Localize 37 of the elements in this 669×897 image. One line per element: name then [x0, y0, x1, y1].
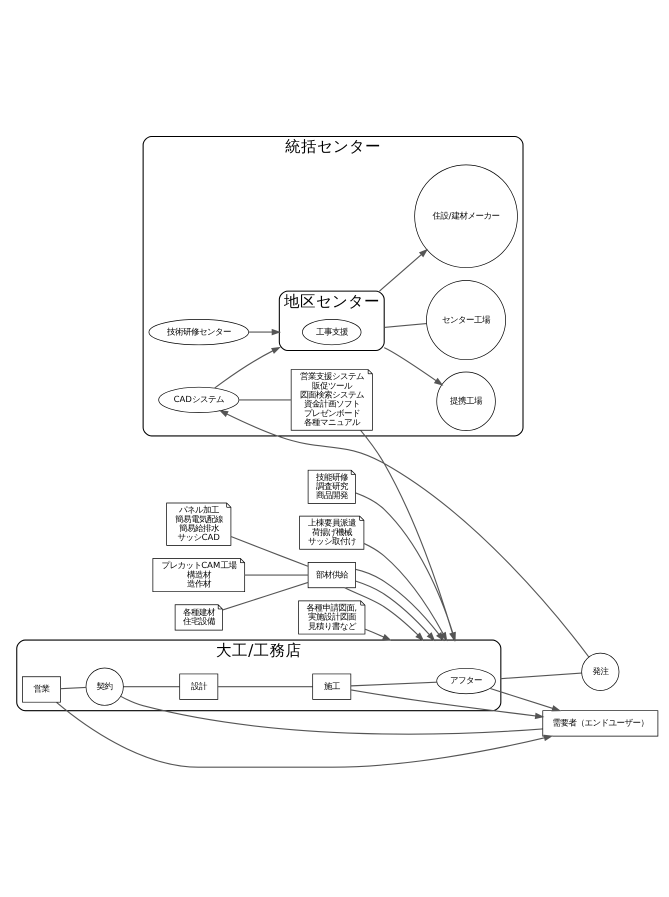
arrow	[214, 346, 281, 388]
connector	[123, 686, 180, 687]
connector	[238, 398, 292, 400]
arrow	[364, 542, 448, 642]
arrow	[364, 628, 392, 640]
connector	[500, 672, 582, 679]
node-box: 施工	[312, 673, 352, 700]
node-box: 部材供給	[308, 562, 356, 588]
node-box: 設計	[179, 673, 218, 700]
node-ellipse: 工事支援	[302, 318, 362, 345]
connector	[350, 681, 438, 686]
connector	[384, 322, 426, 328]
node-circle: 発注	[581, 652, 620, 690]
node-ellipse: アフター	[436, 667, 496, 694]
arrow	[379, 248, 428, 292]
arrow	[56, 701, 554, 768]
node-box: 需要者（エンドユーザー）	[542, 710, 658, 736]
node-circle: センター工場	[426, 280, 506, 360]
connector	[244, 574, 308, 576]
node-circle: 契約	[86, 667, 124, 706]
node-ellipse: CADシステム	[158, 386, 240, 412]
connector	[120, 695, 543, 734]
node-box: 営業	[22, 676, 61, 702]
node-circle: 住設/建材メーカー	[414, 164, 518, 268]
arrow	[355, 580, 436, 641]
connector	[60, 686, 86, 689]
connector	[230, 535, 308, 566]
arrow	[355, 568, 444, 641]
arrow	[344, 586, 424, 641]
connector	[218, 686, 313, 687]
node-ellipse: 技術研修センター	[148, 318, 249, 345]
arrow	[490, 687, 562, 711]
node-circle: 提携工場	[436, 371, 496, 430]
arrow	[384, 346, 444, 386]
arrow	[248, 328, 282, 335]
arrow	[350, 688, 544, 719]
connector	[222, 581, 308, 610]
